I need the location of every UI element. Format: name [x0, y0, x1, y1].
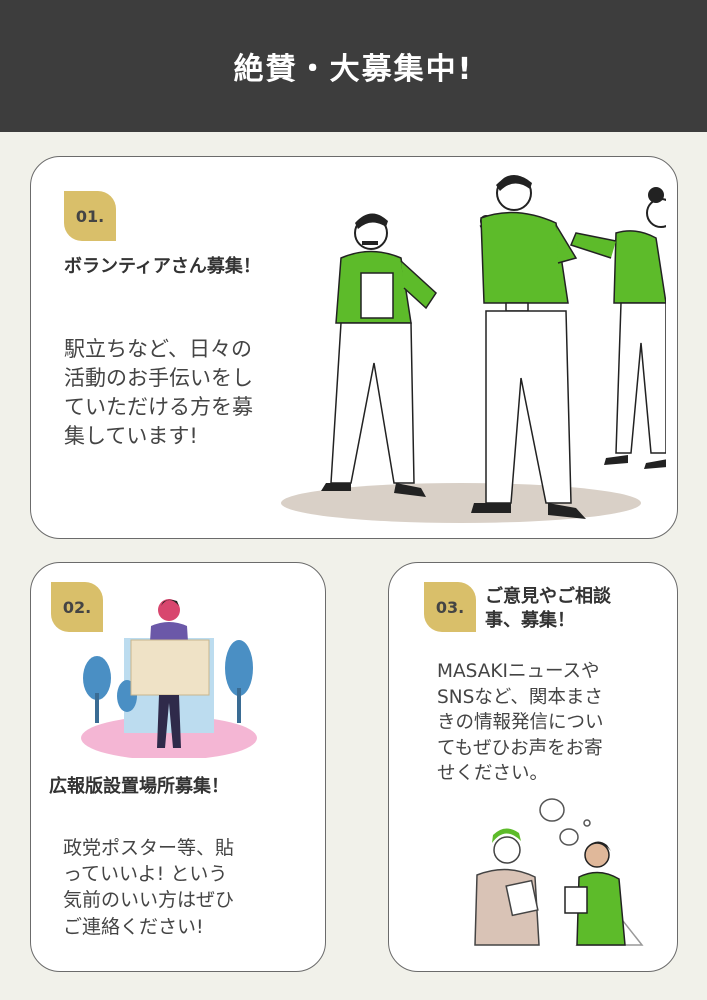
- card-title: ボランティアさん募集！: [64, 256, 261, 277]
- man-with-papers-figure: [321, 213, 437, 497]
- speech-bubble-icon: [539, 798, 591, 846]
- card-poster-location: 02. 広報版設置場所募集！ 政党ポスター等、貼 っていいよ! という 気前のい…: [30, 562, 326, 972]
- man-with-microphone-figure: [471, 175, 586, 519]
- card-title: ご意見やご相談 事、募集！: [485, 586, 611, 632]
- card-description: MASAKIニュースや SNSなど、関本まさ きの情報発信につい てもぜひお声を…: [437, 661, 604, 785]
- woman-with-tablet-figure: [564, 841, 626, 946]
- card-description: 政党ポスター等、貼 っていいよ! という 気前のいい方はぜひ ご連絡ください!: [63, 837, 235, 938]
- card-number-badge: 03.: [424, 582, 476, 632]
- tree-icon: [83, 640, 253, 723]
- card-number-badge: 01.: [64, 191, 116, 241]
- man-with-glasses-figure: [474, 828, 540, 946]
- header-banner: 絶賛・大募集中!: [0, 0, 707, 132]
- person-holding-sign-illustration: [81, 599, 257, 758]
- conversation-illustration: [474, 798, 644, 946]
- card-volunteer: 01. ボランティアさん募集！ 駅立ちなど、日々の 活動のお手伝いをし ていただ…: [30, 156, 678, 539]
- card-title: 広報版設置場所募集！: [49, 776, 229, 797]
- card-number-badge: 02.: [51, 582, 103, 632]
- woman-figure: [569, 187, 666, 469]
- card-description: 駅立ちなど、日々の 活動のお手伝いをし ていただける方を募 集しています!: [64, 337, 253, 448]
- page-title: 絶賛・大募集中!: [233, 52, 474, 87]
- card-opinions: 03. ご意見やご相談 事、募集！ MASAKIニュースや SNSなど、関本まさ…: [388, 562, 678, 972]
- campaign-team-illustration: [281, 175, 666, 523]
